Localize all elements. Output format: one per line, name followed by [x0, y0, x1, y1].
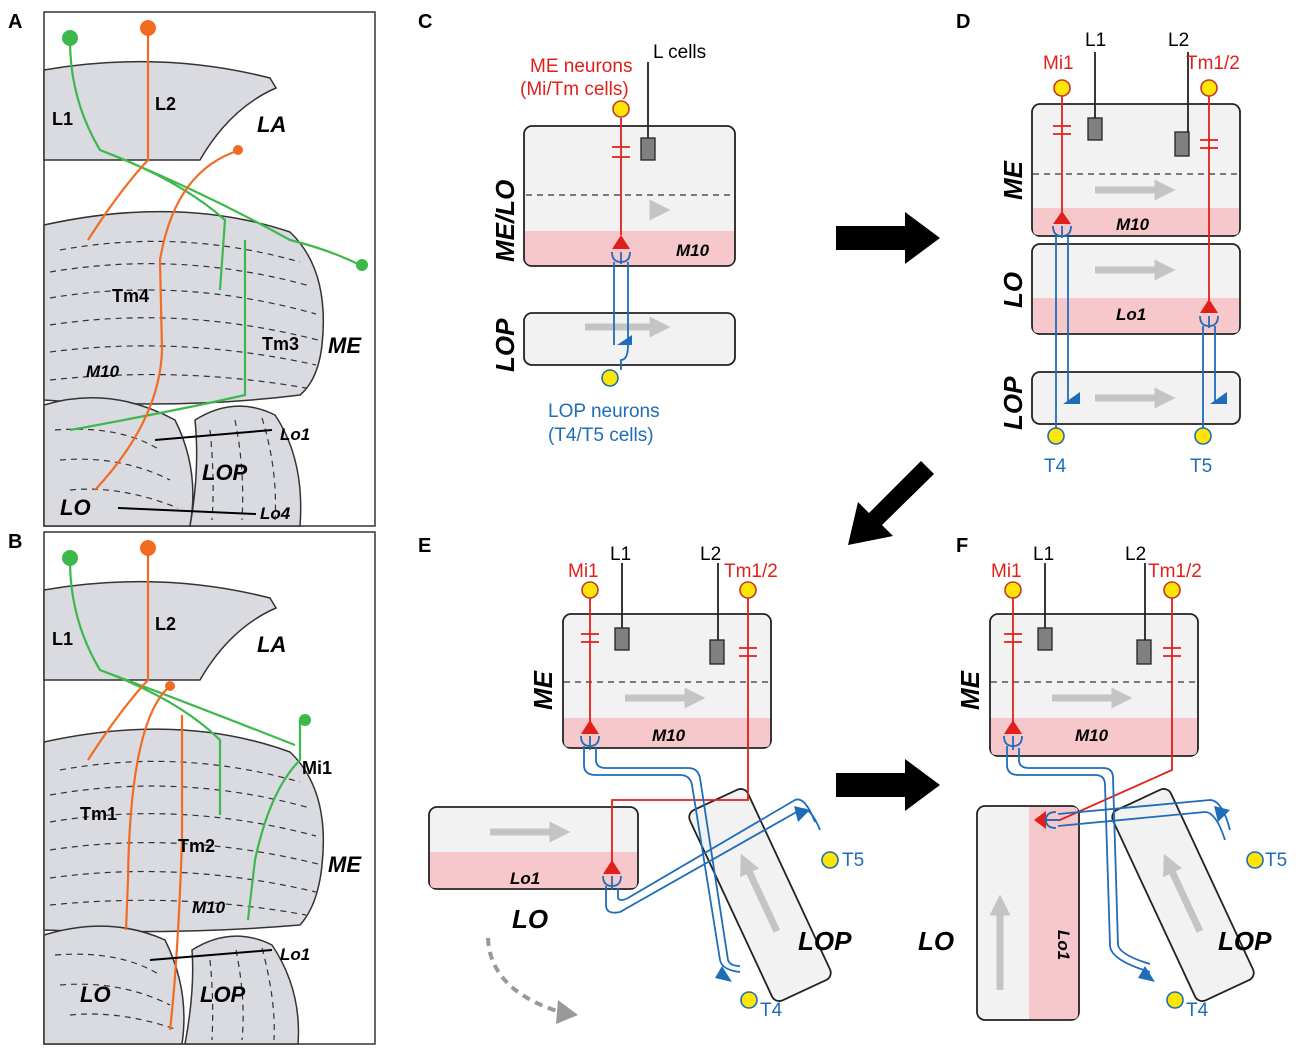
- panel-f-label: F: [956, 535, 968, 557]
- region-me: ME: [955, 670, 985, 710]
- l2-label: L2: [700, 544, 721, 565]
- panel-e-label: E: [418, 535, 431, 557]
- cell-l1: L1: [52, 629, 73, 649]
- region-lo: LO: [998, 272, 1028, 308]
- region-me: ME: [328, 333, 362, 358]
- l-cell-terminal: [640, 137, 656, 161]
- region-lop: LOP: [1218, 926, 1272, 956]
- layer-m10: M10: [86, 362, 120, 381]
- layer-lo1: Lo1: [1116, 305, 1146, 324]
- panel-d-label: D: [956, 11, 970, 33]
- lobula-plate-region: [189, 405, 302, 527]
- layer-m10: M10: [1116, 215, 1150, 234]
- panel-d: D Mi1 L1: [956, 11, 1241, 477]
- mi1-label: Mi1: [568, 561, 599, 582]
- panel-b-label: B: [8, 531, 22, 553]
- me-neuron-soma: [612, 100, 630, 118]
- region-lop: LOP: [202, 460, 248, 485]
- region-me: ME: [998, 160, 1028, 200]
- region-la: LA: [257, 632, 286, 657]
- region-me: ME: [528, 670, 558, 710]
- l2-label: L2: [1125, 544, 1146, 565]
- t5-label: T5: [842, 850, 864, 871]
- t4-label: T4: [760, 1000, 783, 1021]
- region-lop: LOP: [798, 926, 852, 956]
- me-neurons-label-1: ME neurons: [530, 56, 632, 77]
- layer-lo1: Lo1: [280, 945, 310, 964]
- cell-tm4: Tm4: [112, 286, 149, 306]
- layer-lo1: Lo1: [1054, 930, 1073, 960]
- panel-c-label: C: [418, 11, 432, 33]
- transition-arrow-d-e: [848, 461, 934, 545]
- medulla-region: [43, 210, 325, 405]
- lamina-region: [43, 60, 278, 161]
- transition-arrow-e-f: [836, 759, 940, 811]
- region-me: ME: [328, 852, 362, 877]
- panel-e: E: [418, 535, 864, 1024]
- region-lop: LOP: [490, 318, 520, 372]
- lamina-region: [43, 580, 278, 681]
- t5-label: T5: [1190, 456, 1212, 477]
- l2-label: L2: [1168, 30, 1189, 51]
- transition-arrow-c-d: [836, 212, 940, 264]
- region-lo: LO: [60, 495, 91, 520]
- region-lop: LOP: [200, 982, 246, 1007]
- lop-neurons-label-2: (T4/T5 cells): [548, 425, 654, 446]
- l2-soma: [140, 20, 156, 36]
- layer-lo4: Lo4: [260, 504, 291, 523]
- region-lo: LO: [512, 904, 548, 934]
- panel-a-label: A: [8, 11, 22, 33]
- cell-tm1: Tm1: [80, 804, 117, 824]
- panel-f: F: [918, 535, 1287, 1021]
- layer-m10: M10: [192, 898, 226, 917]
- lop-neuron-soma: [601, 369, 619, 387]
- panel-c: C ME neurons (Mi/Tm cells) L cells ME/LO…: [418, 11, 736, 446]
- cell-l2: L2: [155, 94, 176, 114]
- layer-lo1: Lo1: [510, 869, 540, 888]
- layer-lo1: Lo1: [280, 425, 310, 444]
- cell-tm2: Tm2: [178, 836, 215, 856]
- lobula-plate-region: [184, 935, 300, 1045]
- tm12-label: Tm1/2: [1148, 561, 1202, 582]
- panel-a: A L1 L2 LA Tm4 Tm3 ME M10: [8, 11, 376, 527]
- me-neurons-label-2: (Mi/Tm cells): [520, 79, 629, 100]
- region-la: LA: [257, 112, 286, 137]
- layer-m10: M10: [1075, 726, 1109, 745]
- tm12-label: Tm1/2: [724, 561, 778, 582]
- region-lo: LO: [918, 926, 954, 956]
- lop-neurons-label-1: LOP neurons: [548, 401, 660, 422]
- layer-m10: M10: [652, 726, 686, 745]
- l-cells-label: L cells: [653, 42, 706, 63]
- cell-tm3: Tm3: [262, 334, 299, 354]
- m10-layer: [525, 231, 734, 265]
- mi1-label: Mi1: [991, 561, 1022, 582]
- region-melo: ME/LO: [490, 180, 520, 262]
- tm12-label: Tm1/2: [1186, 53, 1240, 74]
- l1-soma: [62, 30, 78, 46]
- lobula-region: [43, 925, 185, 1045]
- l1-label: L1: [610, 544, 631, 565]
- t4-label: T4: [1186, 1000, 1209, 1021]
- l1-label: L1: [1033, 544, 1054, 565]
- cell-l1: L1: [52, 109, 73, 129]
- layer-m10: M10: [676, 241, 710, 260]
- mi1-label: Mi1: [1043, 53, 1074, 74]
- region-lo: LO: [80, 982, 111, 1007]
- l1-label: L1: [1085, 30, 1106, 51]
- t5-label: T5: [1265, 850, 1287, 871]
- region-lop: LOP: [998, 376, 1028, 430]
- t4-label: T4: [1044, 456, 1067, 477]
- panel-b: B L1 L2 LA Mi1 Tm1 Tm2 ME M10 Lo1 LO LOP: [8, 531, 376, 1045]
- cell-l2: L2: [155, 614, 176, 634]
- cell-mi1: Mi1: [302, 758, 332, 778]
